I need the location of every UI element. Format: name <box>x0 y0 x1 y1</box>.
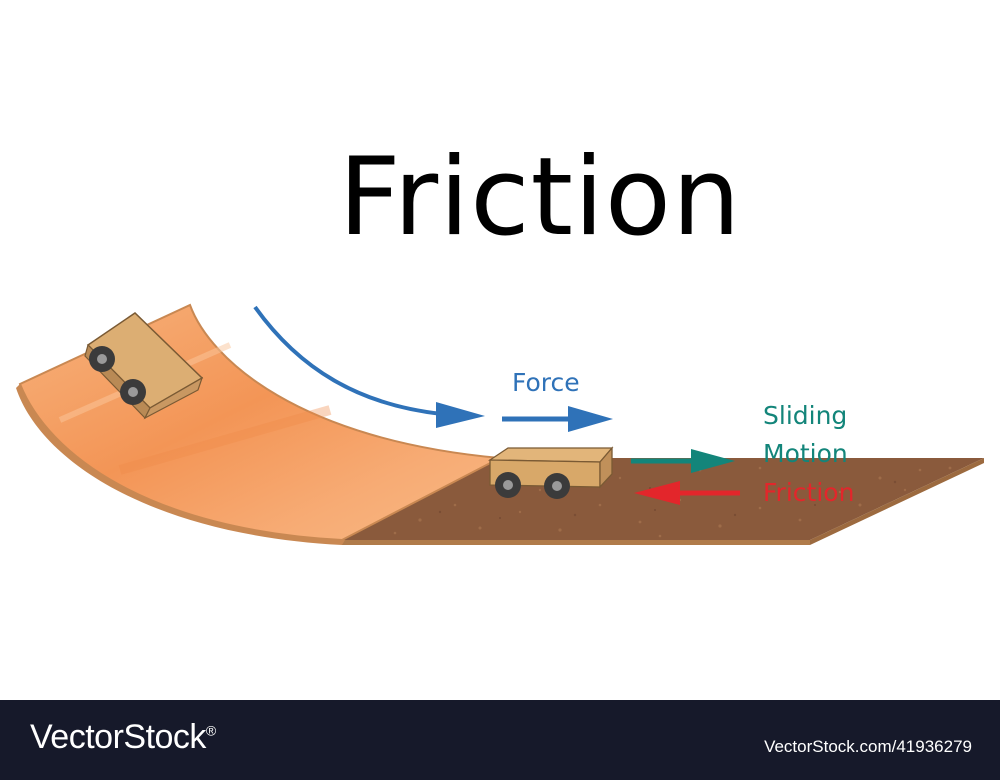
friction-arrow <box>634 481 740 505</box>
motion-label: Motion <box>763 439 848 468</box>
watermark-footer: VectorStock® VectorStock.com/41936279 <box>0 700 1000 780</box>
vectorstock-logo[interactable]: VectorStock® <box>30 718 216 756</box>
friction-label: Friction <box>763 478 855 507</box>
sliding-label: Sliding <box>763 401 848 430</box>
diagram-title: Friction <box>338 135 742 260</box>
force-label: Force <box>512 368 580 397</box>
cart-on-ramp <box>84 312 204 420</box>
curved-force-arrow <box>253 305 485 428</box>
friction-diagram: Friction <box>16 135 984 545</box>
sliding-motion-arrow <box>631 449 735 473</box>
diagram-illustration <box>16 303 984 545</box>
cart-on-ground <box>487 446 614 499</box>
force-arrow <box>502 406 613 432</box>
stock-image-id[interactable]: VectorStock.com/41936279 <box>764 737 972 756</box>
